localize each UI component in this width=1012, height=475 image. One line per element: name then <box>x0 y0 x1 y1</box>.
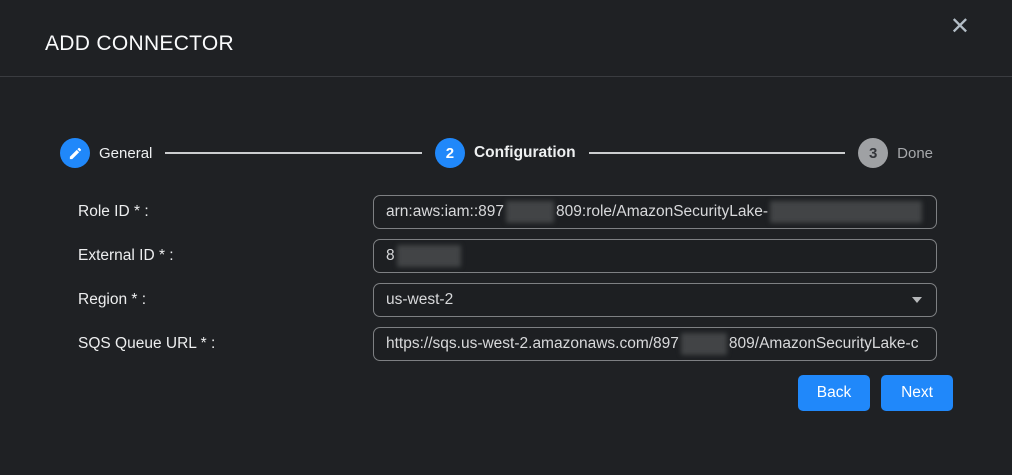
step-general-label: General <box>99 144 153 162</box>
redacted-block <box>769 201 922 223</box>
form-row-sqs-url: SQS Queue URL * : https://sqs.us-west-2.… <box>78 327 937 361</box>
next-button[interactable]: Next <box>881 375 953 411</box>
connector-form: Role ID * : arn:aws:iam::897 809:role/Am… <box>0 195 1012 361</box>
role-id-value-part: arn:aws:iam::897 <box>386 203 505 220</box>
sqs-url-input[interactable]: https://sqs.us-west-2.amazonaws.com/897 … <box>373 327 937 361</box>
sqs-url-value-part: 809/AmazonSecurityLake-c <box>728 335 919 352</box>
step-connector <box>588 152 846 154</box>
region-label: Region * : <box>78 291 147 308</box>
redacted-block <box>680 333 727 355</box>
step-general-circle <box>60 138 90 168</box>
external-id-input[interactable]: 8 <box>373 239 937 273</box>
dialog-footer: Back Next <box>0 375 953 411</box>
step-configuration-circle: 2 <box>434 138 465 168</box>
step-configuration-label: Configuration <box>473 144 576 161</box>
step-done-label: Done <box>897 144 934 162</box>
sqs-url-value-part: https://sqs.us-west-2.amazonaws.com/897 <box>386 335 679 352</box>
back-button[interactable]: Back <box>798 375 870 411</box>
form-row-region: Region * : us-west-2 <box>78 283 937 317</box>
external-id-value-part: 8 <box>386 247 395 264</box>
step-configuration: 2 Configuration <box>434 138 576 168</box>
step-connector <box>165 152 422 154</box>
form-row-external-id: External ID * : 8 <box>78 239 937 273</box>
role-id-label: Role ID * : <box>78 203 149 220</box>
redacted-block <box>396 245 461 267</box>
add-connector-dialog: ADD CONNECTOR ✕ General 2 Configuration … <box>0 0 1012 411</box>
chevron-down-icon <box>912 297 922 303</box>
step-done-circle: 3 <box>858 138 889 168</box>
region-value: us-west-2 <box>386 291 454 308</box>
dialog-title: ADD CONNECTOR <box>45 32 235 55</box>
sqs-url-label: SQS Queue URL * : <box>78 335 216 352</box>
redacted-block <box>506 201 555 223</box>
form-row-role-id: Role ID * : arn:aws:iam::897 809:role/Am… <box>78 195 937 229</box>
close-icon[interactable]: ✕ <box>949 13 970 40</box>
step-general: General <box>60 138 152 168</box>
dialog-header: ADD CONNECTOR ✕ <box>0 0 1012 77</box>
step-done: 3 Done <box>858 138 933 168</box>
pencil-icon <box>68 146 83 161</box>
region-select[interactable]: us-west-2 <box>373 283 937 317</box>
role-id-value-part: 809:role/AmazonSecurityLake- <box>556 203 768 220</box>
wizard-stepper: General 2 Configuration 3 Done <box>60 138 933 168</box>
role-id-input[interactable]: arn:aws:iam::897 809:role/AmazonSecurity… <box>373 195 937 229</box>
external-id-label: External ID * : <box>78 247 174 264</box>
